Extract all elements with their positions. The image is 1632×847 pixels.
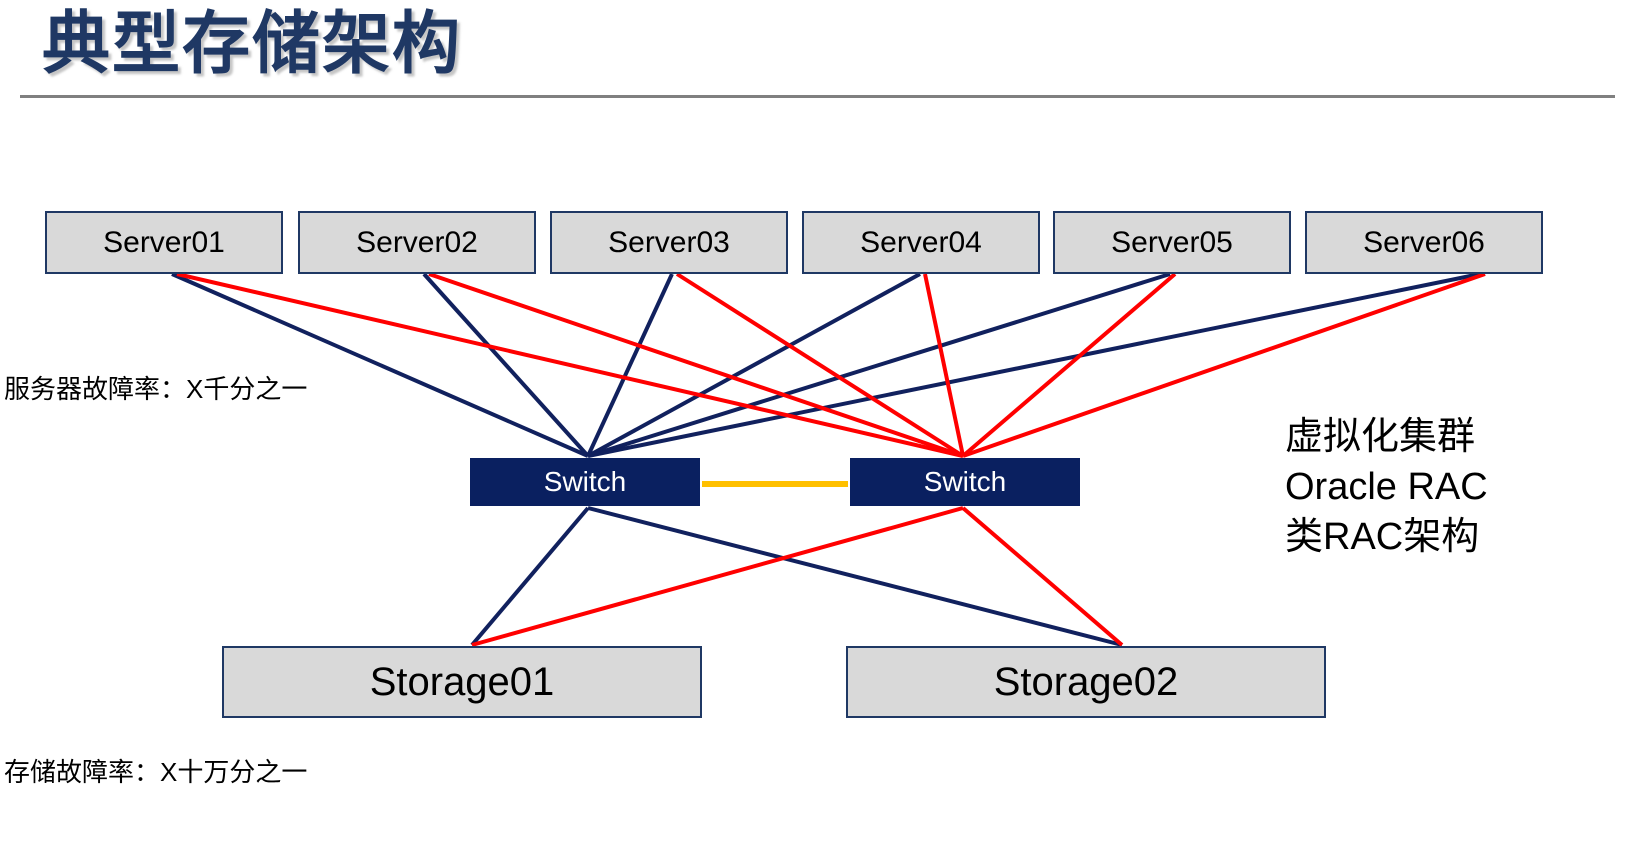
- link-server06-to-switch02: [962, 272, 1486, 458]
- link-server03-to-switch01: [586, 273, 674, 457]
- cluster-note-line-3: 类RAC架构: [1285, 516, 1480, 558]
- switch-label: Switch: [923, 466, 1007, 497]
- server-label: Server04: [860, 225, 982, 259]
- link-switch01-to-storage01: [470, 506, 590, 647]
- switch-box-left[interactable]: Switch: [470, 458, 700, 506]
- link-switch02-to-storage01: [471, 506, 964, 647]
- server-label: Server01: [103, 225, 225, 259]
- cluster-type-note: 虚拟化集群 Oracle RAC 类RAC架构: [1285, 412, 1488, 562]
- title-divider: [20, 95, 1615, 98]
- link-server03-to-switch02: [675, 272, 965, 458]
- link-server05-to-switch02: [961, 272, 1177, 458]
- link-server04-to-switch02: [923, 273, 965, 457]
- server-label: Server02: [356, 225, 478, 259]
- server-box-server06[interactable]: Server06: [1305, 211, 1543, 274]
- server-box-server02[interactable]: Server02: [298, 211, 536, 274]
- link-server04-to-switch01: [587, 272, 921, 458]
- page-title: 典型存储架构: [42, 6, 463, 82]
- server-failure-rate-note: 服务器故障率：X千分之一: [4, 374, 308, 404]
- storage-box-storage02[interactable]: Storage02: [846, 646, 1326, 718]
- server-label: Server05: [1111, 225, 1233, 259]
- switch-box-right[interactable]: Switch: [850, 458, 1080, 506]
- server-box-server03[interactable]: Server03: [550, 211, 788, 274]
- server-label: Server06: [1363, 225, 1485, 259]
- link-server02-to-switch02: [428, 272, 964, 458]
- storage-box-storage01[interactable]: Storage01: [222, 646, 702, 718]
- storage-label: Storage01: [369, 659, 555, 704]
- storage-failure-rate-note: 存储故障率：X十万分之一: [4, 757, 308, 787]
- storage-label: Storage02: [993, 659, 1179, 704]
- server-box-server04[interactable]: Server04: [802, 211, 1040, 274]
- link-switch01-to-storage02: [587, 506, 1123, 647]
- link-server05-to-switch01: [587, 272, 1171, 458]
- link-switch02-to-storage02: [961, 506, 1124, 647]
- server-label: Server03: [608, 225, 730, 259]
- link-server06-to-switch01: [587, 272, 1481, 458]
- cluster-note-line-2: Oracle RAC: [1285, 466, 1488, 508]
- server-box-server05[interactable]: Server05: [1053, 211, 1291, 274]
- link-server01-to-switch02: [176, 272, 964, 458]
- cluster-note-line-1: 虚拟化集群: [1285, 416, 1476, 458]
- link-server02-to-switch01: [422, 272, 590, 458]
- switch-label: Switch: [543, 466, 627, 497]
- server-box-server01[interactable]: Server01: [45, 211, 283, 274]
- link-server01-to-switch01: [171, 272, 589, 458]
